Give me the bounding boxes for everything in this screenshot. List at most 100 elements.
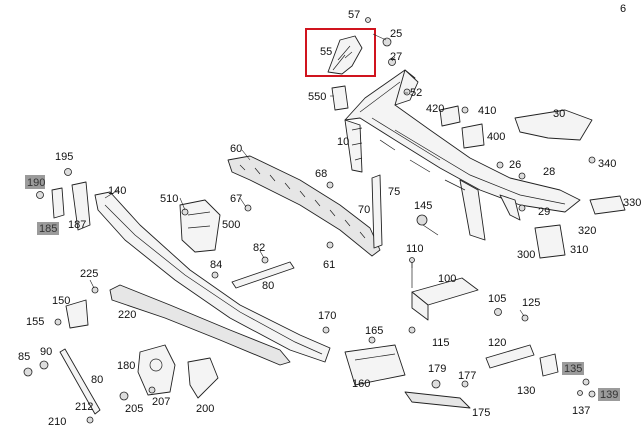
label-28[interactable]: 28: [543, 166, 555, 178]
bracket-185-part[interactable]: [51, 187, 65, 219]
reference-box-190[interactable]: [25, 175, 45, 189]
label-207[interactable]: 207: [152, 396, 170, 408]
label-130[interactable]: 130: [517, 385, 535, 397]
label-200[interactable]: 200: [196, 403, 214, 415]
label-10[interactable]: 10: [337, 136, 349, 148]
label-170[interactable]: 170: [318, 310, 336, 322]
label-135[interactable]: 135: [564, 363, 582, 375]
bolt-145: [422, 224, 439, 236]
label-55[interactable]: 55: [320, 46, 332, 58]
leader-lines: [89, 33, 525, 317]
label-125[interactable]: 125: [522, 297, 540, 309]
label-29[interactable]: 29: [538, 206, 550, 218]
corner-mark: 6: [620, 3, 626, 15]
label-187[interactable]: 187: [68, 219, 86, 231]
label-67[interactable]: 67: [230, 193, 242, 205]
strap-80[interactable]: [59, 348, 101, 415]
label-137[interactable]: 137: [572, 405, 590, 417]
label-60[interactable]: 60: [230, 143, 242, 155]
damper-550[interactable]: [331, 85, 349, 111]
label-120[interactable]: 120: [488, 337, 506, 349]
label-205[interactable]: 205: [125, 403, 143, 415]
label-57[interactable]: 57: [348, 9, 360, 21]
label-410[interactable]: 410: [478, 105, 496, 117]
label-82[interactable]: 82: [253, 242, 265, 254]
bumper-140[interactable]: [94, 191, 331, 363]
label-85[interactable]: 85: [18, 351, 30, 363]
bracket-55[interactable]: [327, 35, 363, 75]
label-52[interactable]: 52: [410, 87, 422, 99]
rod-70[interactable]: [371, 174, 383, 249]
label-190[interactable]: 190: [27, 177, 45, 189]
label-115[interactable]: 115: [432, 337, 450, 349]
label-300[interactable]: 300: [517, 249, 535, 261]
label-212[interactable]: 212: [75, 401, 93, 413]
clip-400[interactable]: [461, 123, 485, 149]
bracket-180[interactable]: [137, 344, 176, 396]
clip-420[interactable]: [439, 105, 461, 127]
label-225[interactable]: 225: [80, 268, 98, 280]
label-180[interactable]: 180: [117, 360, 135, 372]
label-165[interactable]: 165: [365, 325, 383, 337]
label-80-strap[interactable]: 80: [91, 374, 103, 386]
front-end-carrier: [344, 69, 581, 241]
tube-80[interactable]: [231, 261, 295, 289]
seal-60[interactable]: [227, 155, 381, 257]
label-145[interactable]: 145: [414, 200, 432, 212]
label-177[interactable]: 177: [458, 370, 476, 382]
label-160[interactable]: 160: [352, 378, 370, 390]
bracket-187[interactable]: [71, 181, 91, 231]
label-500[interactable]: 500: [222, 219, 240, 231]
label-75[interactable]: 75: [388, 186, 400, 198]
label-84[interactable]: 84: [210, 259, 222, 271]
label-68[interactable]: 68: [315, 168, 327, 180]
bracket-300[interactable]: [534, 224, 566, 259]
label-155[interactable]: 155: [26, 316, 44, 328]
bracket-150[interactable]: [65, 299, 89, 329]
support-30[interactable]: [514, 109, 593, 141]
label-400[interactable]: 400: [487, 131, 505, 143]
bracket-500[interactable]: [179, 199, 221, 253]
label-25[interactable]: 25: [390, 28, 402, 40]
bracket-130[interactable]: [539, 353, 559, 377]
plate-100-side: [411, 291, 429, 321]
label-340[interactable]: 340: [598, 158, 616, 170]
label-310[interactable]: 310: [570, 244, 588, 256]
label-185[interactable]: 185: [39, 223, 57, 235]
label-70[interactable]: 70: [358, 204, 370, 216]
strip-175[interactable]: [404, 391, 471, 409]
label-150[interactable]: 150: [52, 295, 70, 307]
label-510[interactable]: 510: [160, 193, 178, 205]
label-61[interactable]: 61: [323, 259, 335, 271]
label-210[interactable]: 210: [48, 416, 66, 428]
fasteners: [23, 17, 596, 424]
label-420[interactable]: 420: [426, 103, 444, 115]
label-100[interactable]: 100: [438, 273, 456, 285]
label-30[interactable]: 30: [553, 108, 565, 120]
bracket-200[interactable]: [187, 357, 219, 399]
tube-120[interactable]: [485, 344, 535, 369]
label-140[interactable]: 140: [108, 185, 126, 197]
label-320[interactable]: 320: [578, 225, 596, 237]
label-220[interactable]: 220: [118, 309, 136, 321]
label-110[interactable]: 110: [406, 243, 424, 255]
label-175[interactable]: 175: [472, 407, 490, 419]
highlight-box-55: [305, 28, 376, 77]
label-330[interactable]: 330: [623, 197, 641, 209]
label-27[interactable]: 27: [390, 51, 402, 63]
reference-box-135[interactable]: [562, 362, 584, 375]
label-195[interactable]: 195: [55, 151, 73, 163]
reference-box-139[interactable]: [598, 388, 620, 401]
absorber-220[interactable]: [109, 284, 291, 366]
label-90[interactable]: 90: [40, 346, 52, 358]
label-139[interactable]: 139: [600, 389, 618, 401]
label-80-tube[interactable]: 80: [262, 280, 274, 292]
label-550[interactable]: 550: [308, 91, 326, 103]
reference-box-185[interactable]: [37, 222, 59, 235]
bracket-330[interactable]: [589, 195, 626, 215]
label-26[interactable]: 26: [509, 159, 521, 171]
label-179[interactable]: 179: [428, 363, 446, 375]
label-105[interactable]: 105: [488, 293, 506, 305]
